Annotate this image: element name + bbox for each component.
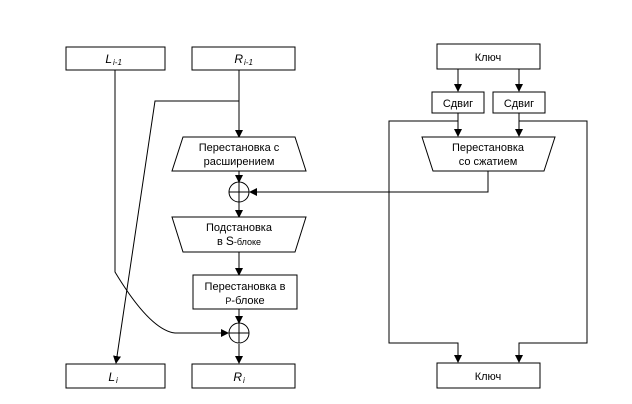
l-next-base: L xyxy=(108,370,115,384)
shift-right-label: Сдвиг xyxy=(504,98,534,110)
l-next-sub: i xyxy=(116,376,118,385)
r-prev-base: R xyxy=(234,52,243,66)
r-next-base: R xyxy=(233,370,242,384)
arrow-r-to-li xyxy=(113,100,239,364)
s-block-label-line2: в S-блоке xyxy=(217,234,261,248)
xor-node-2 xyxy=(228,322,250,344)
r-next-sub: i xyxy=(243,376,245,385)
connectors xyxy=(113,69,588,364)
p-block-permutation: Перестановка в P-блоке xyxy=(192,274,298,310)
r-next-box: R i xyxy=(191,363,296,389)
r-prev-sub: i-1 xyxy=(244,58,253,67)
expansion-permutation-block: Перестановка с расширением xyxy=(171,136,307,172)
l-prev-sub: i-1 xyxy=(113,58,122,67)
compression-permutation-block: Перестановка со сжатием xyxy=(421,136,556,172)
shift-left-label: Сдвиг xyxy=(443,98,473,110)
arrow-shift-left-to-keyout xyxy=(388,120,462,363)
key-input-label: Ключ xyxy=(475,52,502,64)
compression-label-line1: Перестановка xyxy=(452,142,525,154)
arrow-shift-right-to-keyout xyxy=(515,120,588,363)
r-prev-box: R i-1 xyxy=(191,46,296,71)
expansion-label-line2: расширением xyxy=(204,156,275,168)
key-output-box: Ключ xyxy=(436,362,541,389)
xor-node-1 xyxy=(228,181,250,203)
key-output-label: Ключ xyxy=(475,371,502,383)
arrow-li1-to-xor2 xyxy=(114,70,229,337)
arrow-compression-to-xor1 xyxy=(249,171,489,196)
p-block-label-line1: Перестановка в xyxy=(205,281,286,293)
expansion-label-line1: Перестановка с xyxy=(199,142,280,154)
s-block-label-line1: Подстановка xyxy=(206,222,273,234)
p-block-label-line2: P-блоке xyxy=(225,295,264,307)
key-input-box: Ключ xyxy=(436,43,541,70)
s-block-substitution: Подстановка в S-блоке xyxy=(171,216,307,253)
compression-label-line2: со сжатием xyxy=(459,156,518,168)
l-next-box: L i xyxy=(65,363,166,389)
shift-left-box: Сдвиг xyxy=(431,91,485,114)
l-prev-base: L xyxy=(105,52,112,66)
shift-right-box: Сдвиг xyxy=(492,91,546,114)
l-prev-box: L i-1 xyxy=(65,46,166,71)
